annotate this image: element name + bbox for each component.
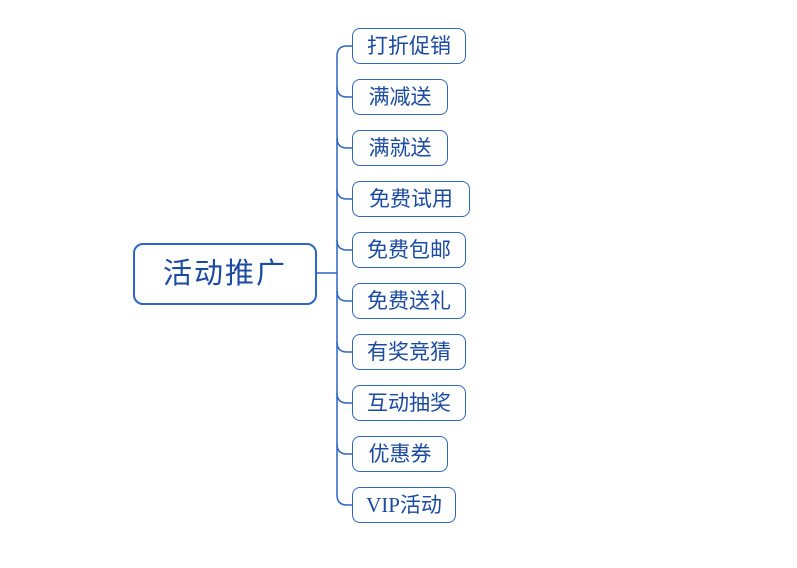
node-label: 互动抽奖 bbox=[367, 390, 451, 415]
node-label: 免费送礼 bbox=[367, 288, 451, 313]
node-prize-quiz[interactable]: 有奖竞猜 bbox=[352, 334, 466, 370]
root-node-activity-promotion[interactable]: 活动推广 bbox=[133, 243, 317, 305]
branch-connector bbox=[336, 239, 352, 251]
node-label: VIP活动 bbox=[366, 492, 442, 517]
node-discount-promotion[interactable]: 打折促销 bbox=[352, 28, 466, 64]
node-label: 打折促销 bbox=[367, 33, 451, 58]
branch-connector bbox=[336, 86, 352, 98]
node-label: 优惠券 bbox=[368, 441, 432, 466]
node-free-trial[interactable]: 免费试用 bbox=[352, 181, 470, 217]
node-label: 满减送 bbox=[368, 84, 432, 109]
branch-connector bbox=[336, 443, 352, 455]
node-full-reduction-gift[interactable]: 满减送 bbox=[352, 79, 448, 115]
node-label: 免费包邮 bbox=[367, 237, 451, 262]
branch-connector bbox=[336, 341, 352, 353]
node-label: 有奖竞猜 bbox=[367, 339, 451, 364]
node-vip-activity[interactable]: VIP活动 bbox=[352, 487, 456, 523]
root-node-label: 活动推广 bbox=[162, 257, 287, 290]
node-coupon[interactable]: 优惠券 bbox=[352, 436, 448, 472]
branch-connector bbox=[336, 137, 352, 149]
node-label: 满就送 bbox=[368, 135, 432, 160]
node-full-purchase-gift[interactable]: 满就送 bbox=[352, 130, 448, 166]
node-free-gift[interactable]: 免费送礼 bbox=[352, 283, 466, 319]
branch-connector bbox=[336, 290, 352, 302]
branch-connector bbox=[336, 188, 352, 200]
node-free-shipping[interactable]: 免费包邮 bbox=[352, 232, 466, 268]
node-interactive-lottery[interactable]: 互动抽奖 bbox=[352, 385, 466, 421]
node-label: 免费试用 bbox=[369, 186, 453, 211]
branch-connector bbox=[336, 392, 352, 404]
trunk-line bbox=[336, 45, 352, 506]
